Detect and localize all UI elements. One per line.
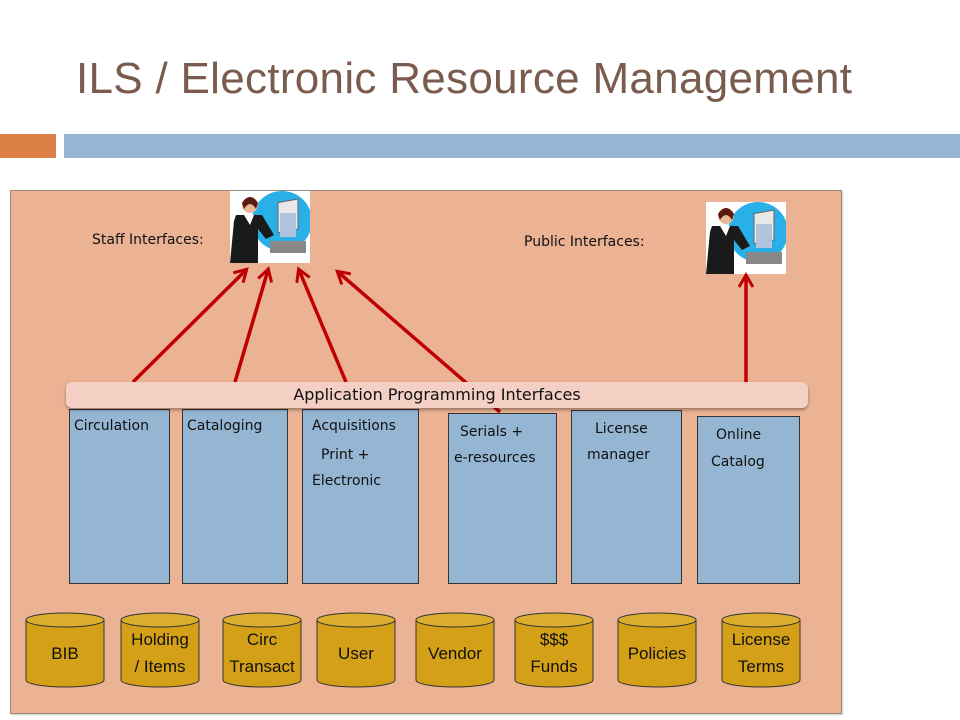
module-cataloging <box>182 409 288 584</box>
circulation-label: Circulation <box>74 418 149 434</box>
holding-label-2: / Items <box>134 657 186 676</box>
acquisitions-label-2: Print + <box>321 447 370 463</box>
database-policies: Policies <box>617 612 697 688</box>
serials-label-1: Serials + <box>460 424 524 440</box>
bib-label: BIB <box>51 643 79 663</box>
cataloging-label: Cataloging <box>187 418 263 434</box>
license-manager-label-1: License <box>595 421 648 437</box>
license-terms-label-1: License <box>731 630 791 649</box>
license-terms-label-2: Terms <box>737 657 785 676</box>
staff-interfaces-label: Staff Interfaces: <box>92 232 204 248</box>
circ-label-2: Transact <box>229 657 295 676</box>
module-circulation <box>69 409 170 584</box>
module-serials <box>448 413 557 584</box>
policies-label: Policies <box>627 643 687 663</box>
public-person-icon <box>706 202 788 274</box>
license-manager-label-2: manager <box>587 447 650 463</box>
database-holding: Holding / Items <box>120 612 200 688</box>
arrow-cataloging-to-staff <box>233 270 268 383</box>
user-label: User <box>338 643 374 663</box>
funds-label-1: $$$ <box>539 630 569 649</box>
circ-label-1: Circ <box>246 630 278 649</box>
staff-person-icon <box>230 191 312 263</box>
header-accent-blue <box>64 134 960 158</box>
serials-label-2: e-resources <box>454 450 536 466</box>
funds-label-2: Funds <box>530 657 578 676</box>
module-license-manager <box>571 410 682 584</box>
acquisitions-label-1: Acquisitions <box>312 418 396 434</box>
database-funds: $$$ Funds <box>514 612 594 688</box>
module-acquisitions <box>302 409 419 584</box>
api-bar: Application Programming Interfaces <box>66 382 808 408</box>
arrow-circulation-to-staff <box>131 270 246 384</box>
public-interfaces-label: Public Interfaces: <box>524 234 645 250</box>
acquisitions-label-3: Electronic <box>312 473 382 489</box>
vendor-label: Vendor <box>428 643 482 663</box>
page-title: ILS / Electronic Resource Management <box>76 54 853 103</box>
database-user: User <box>316 612 396 688</box>
online-catalog-label-2: Catalog <box>711 454 765 470</box>
database-bib: BIB <box>25 612 105 688</box>
arrow-acquisitions-to-staff <box>299 270 348 383</box>
header-accent-orange <box>0 134 56 158</box>
online-catalog-label-1: Online <box>716 427 762 443</box>
database-vendor: Vendor <box>415 612 495 688</box>
module-online-catalog <box>697 416 800 584</box>
holding-label-1: Holding <box>131 630 189 649</box>
